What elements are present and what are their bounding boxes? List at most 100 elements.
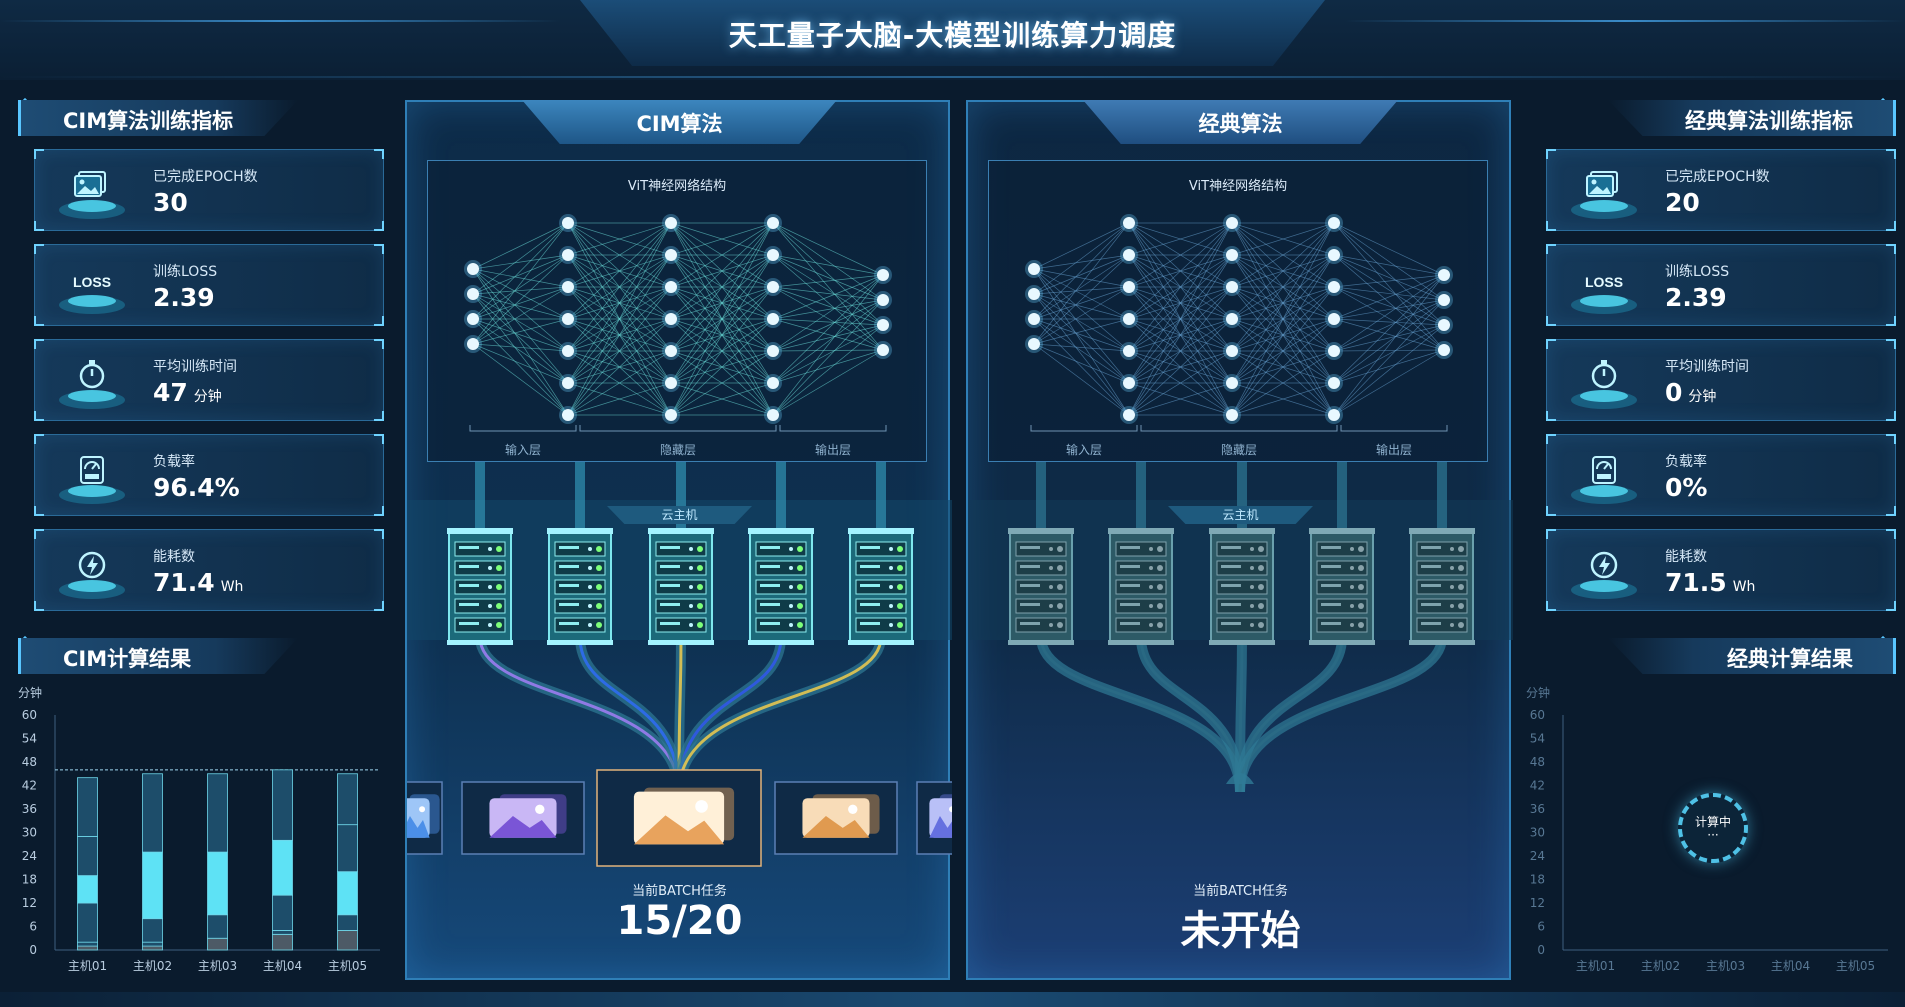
server-slot <box>1115 541 1167 557</box>
y-tick-label: 36 <box>1530 802 1545 816</box>
network-edge <box>1333 299 1445 320</box>
network-edge <box>670 222 774 416</box>
network-edge <box>670 222 774 320</box>
server-slot-bar <box>1221 584 1241 587</box>
metric-unit: 分钟 <box>193 389 222 405</box>
server-led <box>1250 623 1254 627</box>
server-led <box>1350 547 1354 551</box>
loss-icon: LOSS <box>1571 274 1637 314</box>
server-led <box>488 623 492 627</box>
server-slot <box>1416 541 1468 557</box>
server-slot <box>1316 617 1368 633</box>
classic-batch-label: 当前BATCH任务 <box>1193 884 1288 899</box>
server-led <box>789 585 793 589</box>
bar-segment <box>272 933 293 951</box>
network-edge <box>472 343 569 352</box>
y-tick-label: 54 <box>1530 732 1545 746</box>
right-results-title: 经典计算结果 <box>1727 647 1853 671</box>
computing-dots: ··· <box>1707 828 1719 842</box>
network-node <box>1328 345 1340 357</box>
server-led <box>1258 584 1264 590</box>
server-slot <box>1416 560 1468 576</box>
metric-label: 已完成EPOCH数 <box>1665 169 1770 185</box>
network-edge <box>1333 324 1445 352</box>
network-node <box>467 338 479 350</box>
metric-label: 能耗数 <box>153 549 195 565</box>
server-led <box>1057 622 1063 628</box>
server-slot-bar <box>760 603 780 606</box>
server-led <box>1458 546 1464 552</box>
server-led <box>1358 603 1364 609</box>
network-edge <box>567 222 672 384</box>
server-led <box>1149 547 1153 551</box>
network-edge <box>772 324 884 384</box>
y-tick-label: 0 <box>29 943 37 957</box>
y-tick-label: 42 <box>1530 779 1545 793</box>
network-edge <box>1033 268 1130 352</box>
network-edge <box>1128 286 1233 416</box>
server-rack-bottom <box>447 640 513 645</box>
bar-segment <box>77 875 98 904</box>
y-tick-label: 24 <box>22 849 37 863</box>
server-led <box>1250 547 1254 551</box>
network-node <box>767 281 779 293</box>
cim-network-title: ViT神经网络结构 <box>627 179 727 194</box>
image-stack-icon <box>1571 171 1637 219</box>
data-cable <box>674 636 786 793</box>
server-led <box>697 584 703 590</box>
network-node <box>1226 409 1238 421</box>
server-led <box>1350 566 1354 570</box>
network-edge <box>1333 318 1445 351</box>
network-node <box>562 313 574 325</box>
left-results-title-bar: CIM计算结果 <box>18 638 298 674</box>
network-edge <box>472 254 569 270</box>
server-rack <box>447 528 513 645</box>
server-led <box>1250 585 1254 589</box>
bar-segment <box>142 945 163 951</box>
network-edge <box>1128 222 1233 288</box>
y-tick-label: 48 <box>22 755 37 769</box>
server-slot-bar <box>559 565 579 568</box>
network-edge <box>1333 286 1445 326</box>
network-edge <box>1033 222 1130 295</box>
network-node <box>767 409 779 421</box>
network-edge <box>772 274 884 320</box>
network-node <box>562 249 574 261</box>
server-rack <box>1409 528 1475 645</box>
server-slot-bar <box>1020 603 1040 606</box>
cable-riser <box>1437 462 1447 532</box>
network-edge <box>472 268 569 384</box>
network-edge <box>567 222 672 416</box>
server-led <box>1149 623 1153 627</box>
network-edge <box>567 318 672 416</box>
server-slot-bar <box>1221 546 1241 549</box>
server-led <box>588 604 592 608</box>
server-slot <box>655 541 707 557</box>
server-led <box>1450 623 1454 627</box>
server-led <box>1049 566 1053 570</box>
server-led <box>689 547 693 551</box>
server-led <box>1458 603 1464 609</box>
network-edge <box>567 222 672 320</box>
network-edge <box>1333 274 1445 352</box>
metric-number: 20 <box>1665 188 1700 217</box>
network-edge <box>472 286 569 295</box>
network-node <box>1028 263 1040 275</box>
server-led <box>789 604 793 608</box>
network-edge <box>1033 254 1130 295</box>
server-slot <box>655 598 707 614</box>
network-node <box>665 249 677 261</box>
server-led <box>697 565 703 571</box>
network-edge <box>772 299 884 320</box>
network-edge <box>1231 382 1335 416</box>
server-slot-bar <box>1421 603 1441 606</box>
network-edge <box>1033 254 1130 345</box>
network-edge <box>567 222 672 288</box>
network-node <box>767 313 779 325</box>
server-slot-bar <box>760 584 780 587</box>
server-slot-bar <box>459 603 479 606</box>
stopwatch-icon <box>59 360 125 409</box>
